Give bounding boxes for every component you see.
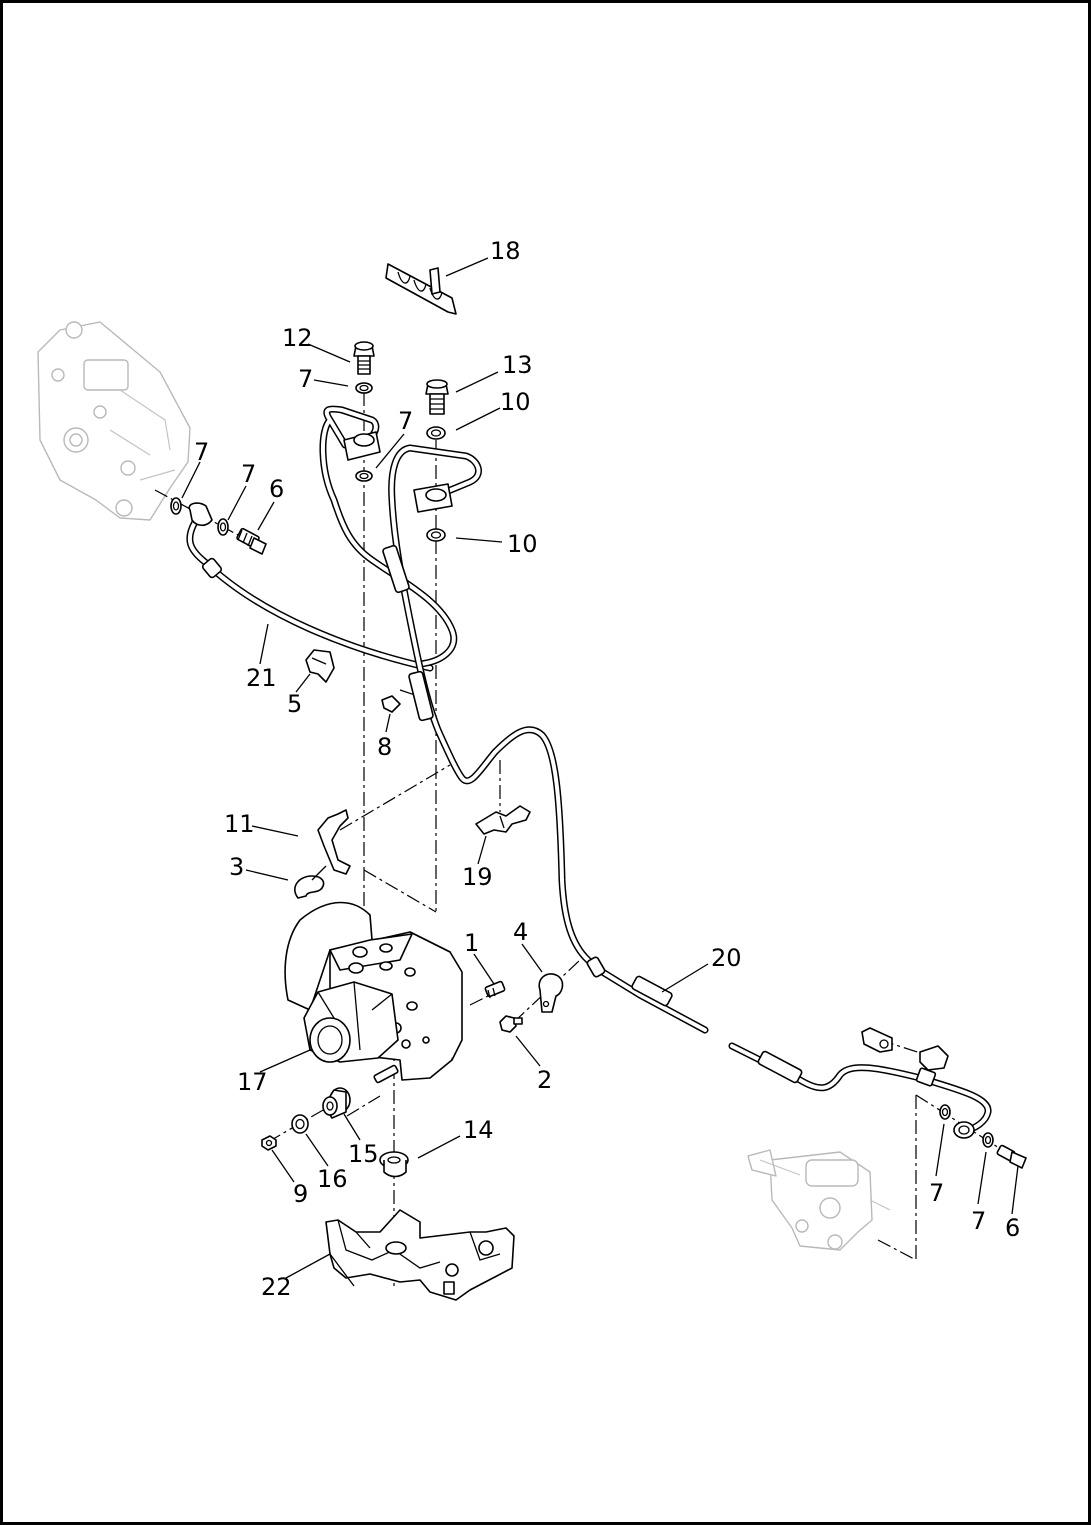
part-17-abs-module (284, 901, 463, 1081)
hose-sleeves (201, 544, 803, 1084)
callout-20: 20 (711, 944, 742, 972)
callout-5: 5 (287, 690, 302, 718)
callout-15: 15 (348, 1140, 379, 1168)
part-18-line-bracket (385, 263, 457, 315)
callout-6: 6 (1005, 1214, 1020, 1242)
callout-17: 17 (237, 1068, 268, 1096)
callout-10: 10 (507, 530, 538, 558)
part-19-bracket (475, 805, 531, 835)
callout-1: 1 (464, 929, 479, 957)
part-22-abs-bracket (325, 1209, 515, 1301)
abs-stud (373, 1064, 399, 1084)
part-5-line-clamp (305, 649, 335, 683)
callout-6: 6 (269, 475, 284, 503)
leader-lines (181, 257, 1019, 1279)
callout-14: 14 (463, 1116, 494, 1144)
part-15-grommet (322, 1087, 351, 1119)
callout-16: 16 (317, 1165, 348, 1193)
sealing-washers (170, 382, 994, 1148)
callout-21: 21 (246, 664, 277, 692)
callout-7: 7 (929, 1179, 944, 1207)
part-3-hose-clamp (294, 865, 327, 899)
part-12-banjo-bolt (353, 341, 375, 375)
rear-line-fittings (861, 1027, 949, 1087)
callout-13: 13 (502, 351, 533, 379)
part-16-washer (291, 1114, 309, 1134)
part-6-banjo-bolt-rear (996, 1144, 1027, 1169)
callout-7: 7 (194, 438, 209, 466)
callout-3: 3 (229, 853, 244, 881)
callout-2: 2 (537, 1066, 552, 1094)
callout-7: 7 (971, 1207, 986, 1235)
callout-19: 19 (462, 863, 493, 891)
callout-7: 7 (241, 460, 256, 488)
callout-10: 10 (500, 388, 531, 416)
front-caliper-ghost (37, 321, 191, 521)
part-2-bolt (499, 1015, 523, 1033)
rear-master-cylinder-ghost (747, 1149, 891, 1251)
callout-8: 8 (377, 733, 392, 761)
callout-11: 11 (224, 810, 255, 838)
part-1-bolt (484, 980, 506, 999)
part-4-clamp (538, 973, 564, 1013)
callout-22: 22 (261, 1273, 292, 1301)
callout-18: 18 (490, 237, 521, 265)
callout-7: 7 (398, 407, 413, 435)
part-9-nut (261, 1135, 277, 1151)
part-14-grommet (379, 1151, 409, 1178)
callout-12: 12 (282, 324, 313, 352)
brake-line-21 (186, 518, 434, 672)
callout-labels: 18 12 13 7 7 10 10 7 7 6 21 5 8 11 3 19 … (194, 237, 1020, 1301)
banjo-fittings (188, 431, 975, 1139)
part-11-bracket (317, 809, 351, 875)
alignment-lines (154, 392, 1019, 1290)
part-6-banjo-bolt-front (236, 527, 267, 555)
part-8-clip (381, 695, 401, 713)
callout-7: 7 (298, 365, 313, 393)
exploded-parts-diagram: 18 12 13 7 7 10 10 7 7 6 21 5 8 11 3 19 … (37, 237, 1027, 1301)
part-13-banjo-bolt (425, 379, 449, 415)
brake-line-upper-loops (319, 405, 600, 972)
callout-9: 9 (293, 1180, 308, 1208)
callout-4: 4 (513, 918, 528, 946)
